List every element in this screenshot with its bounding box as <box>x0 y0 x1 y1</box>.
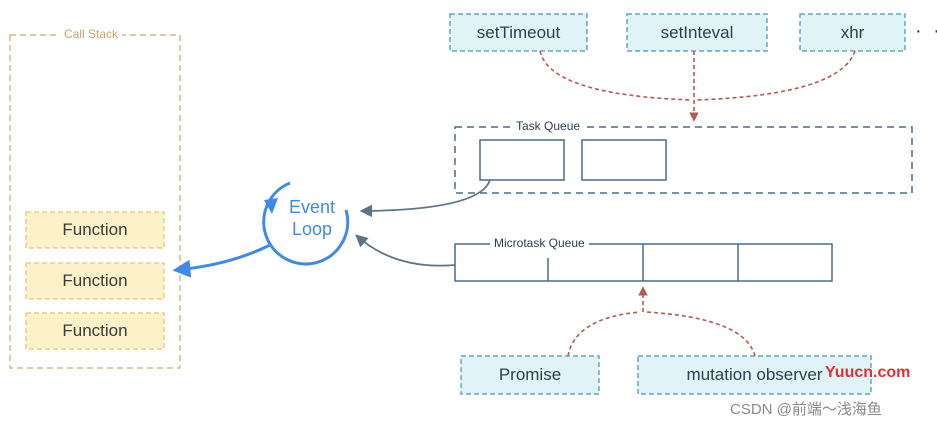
function-frame-3 <box>25 312 165 350</box>
settimeout-to-queue-arrow <box>539 50 693 101</box>
xhr-to-queue-arrow <box>695 50 856 101</box>
setinterval-frame <box>626 13 768 52</box>
task-queue-title: Task Queue <box>512 119 585 133</box>
task-queue-frame <box>454 126 913 194</box>
event-loop-line2: Loop <box>291 219 333 239</box>
function-label-2: Function <box>62 271 128 290</box>
function-label-3: Function <box>62 321 128 340</box>
promise-frame <box>460 355 600 395</box>
event-loop-label: Event Loop <box>272 196 352 240</box>
settimeout-frame <box>449 13 588 52</box>
loop-to-stack-arrow <box>172 243 271 278</box>
mutation-observer-frame <box>637 355 872 395</box>
watermark-author: CSDN @前端～浅海鱼 <box>730 401 882 418</box>
mutation-to-queue-arrow <box>645 311 756 357</box>
task-slot-1 <box>479 139 565 181</box>
event-loop-line1: Event <box>288 197 336 217</box>
function-frame-2 <box>25 262 165 300</box>
xhr-frame <box>799 13 906 52</box>
watermark-site: Yuucn.com <box>825 364 911 381</box>
more-sources-ellipsis: · · <box>915 20 937 42</box>
mutation-observer-label: mutation observer <box>686 365 823 384</box>
microtask-to-loop-arrow <box>355 234 456 267</box>
promise-label: Promise <box>498 365 562 384</box>
xhr-label: xhr <box>840 22 865 42</box>
event-loop-arrowhead <box>264 198 278 214</box>
function-label-1: Function <box>62 220 128 239</box>
call-stack-title: Call Stack <box>60 27 123 41</box>
setinterval-label: setInteval <box>660 22 734 42</box>
microtask-queue-title: Microtask Queue <box>490 236 589 250</box>
task-to-loop-arrow <box>359 179 491 218</box>
task-slot-2 <box>581 139 667 181</box>
promise-to-queue-arrow <box>567 311 641 357</box>
function-frame-1 <box>25 211 165 249</box>
settimeout-label: setTimeout <box>476 22 561 42</box>
